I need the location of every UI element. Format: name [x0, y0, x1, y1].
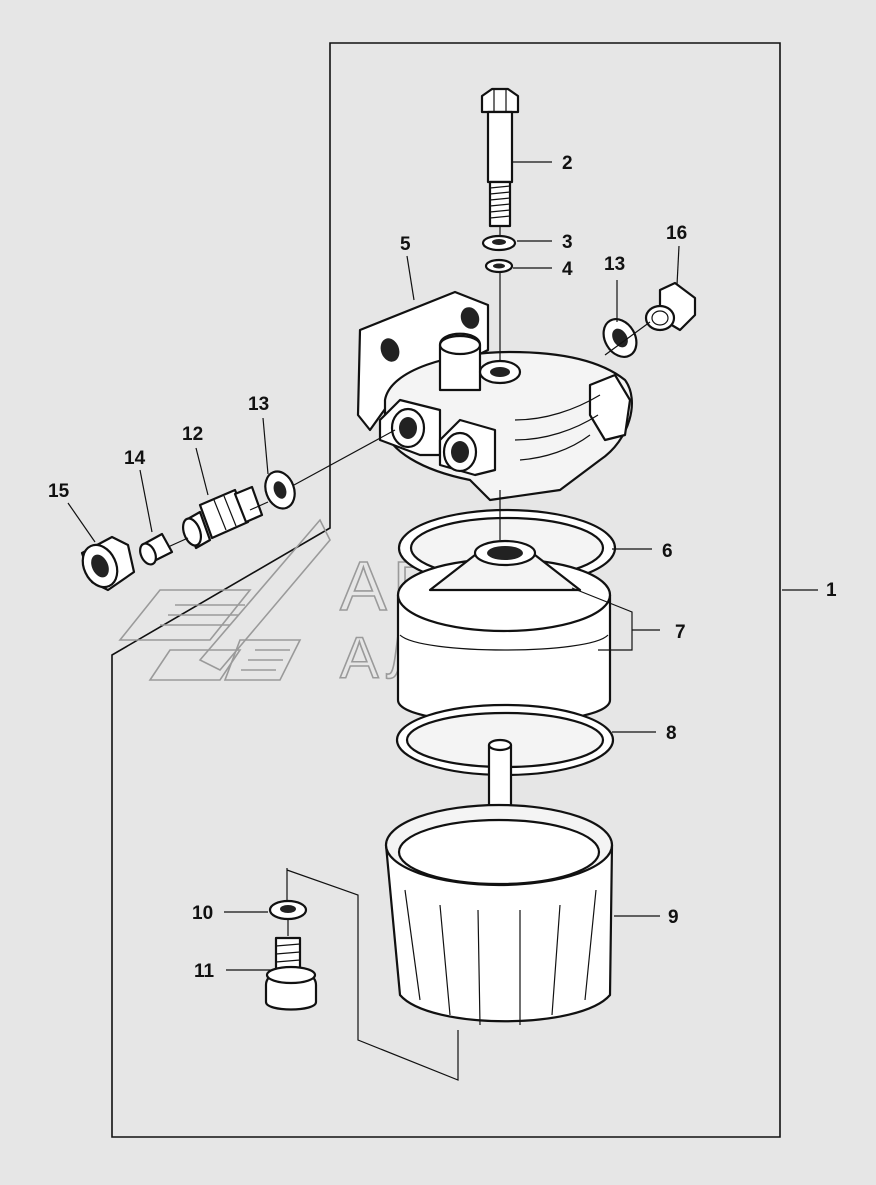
union-fitting [181, 485, 264, 550]
callout-9: 9 [668, 907, 679, 928]
leader-lines [67, 161, 818, 971]
callout-12: 12 [182, 424, 203, 445]
callout-13-left: 13 [248, 394, 269, 415]
filter-head [356, 290, 633, 502]
callout-10: 10 [192, 903, 213, 924]
filter-bowl [384, 803, 614, 1026]
washer-right [602, 318, 638, 358]
watermark-emblem [118, 518, 331, 681]
assembly-lines [167, 226, 651, 1081]
flat-washer [481, 234, 517, 252]
bolt [480, 87, 520, 228]
drain-plug [264, 936, 318, 1011]
callout-4: 4 [562, 259, 573, 280]
union-nut [80, 535, 136, 592]
callout-7: 7 [675, 622, 686, 643]
filter-element [396, 539, 612, 724]
drain-washer [268, 899, 308, 921]
assembly-frame [111, 42, 781, 1138]
callout-6: 6 [662, 541, 673, 562]
callout-11: 11 [194, 961, 215, 982]
callout-labels: 1 2 3 4 5 6 7 8 9 10 11 12 13 13 14 15 1… [48, 153, 837, 982]
callout-8: 8 [666, 723, 677, 744]
washer-left [264, 470, 296, 510]
callout-15: 15 [48, 481, 70, 502]
callout-3: 3 [562, 232, 573, 253]
callout-2: 2 [562, 153, 573, 174]
seal-ring [484, 258, 514, 274]
plug-screw [644, 281, 697, 332]
olive [139, 532, 174, 566]
callout-14: 14 [124, 448, 146, 469]
callout-16: 16 [666, 223, 687, 244]
callout-13-right: 13 [604, 254, 625, 275]
callout-1: 1 [826, 580, 837, 601]
callout-5: 5 [400, 234, 411, 255]
